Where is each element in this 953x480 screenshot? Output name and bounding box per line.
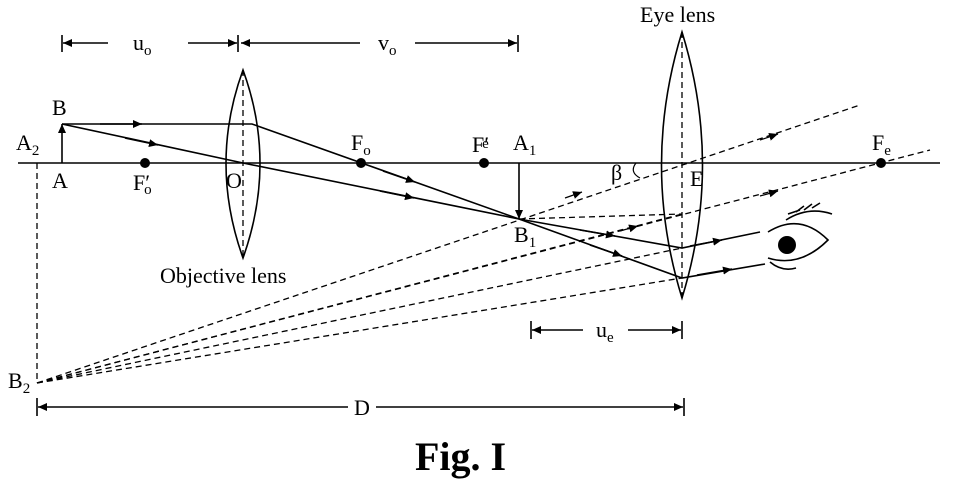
label-F-o-prime: F′o [133,170,152,198]
dash-arrow-1 [564,191,583,199]
label-F-o: Fo [351,130,371,159]
label-B1: B1 [514,222,536,251]
label-v-o: vo [378,30,397,59]
point-F-o [356,158,366,168]
ray-B1-to-eye-upper [518,218,761,249]
label-A1: A1 [513,130,536,159]
angle-beta-arc [632,162,641,179]
label-O: O [226,168,242,193]
label-objective-lens: Objective lens [160,263,286,288]
label-u-e: ue [596,317,614,346]
ray-arrow-7 [589,244,623,257]
dash-arrow-2 [759,133,779,141]
dashed-ray-5 [36,277,683,384]
label-B2: B2 [8,368,30,397]
dashed-ray-3 [36,213,683,384]
label-F-e-prime: F′e [472,132,489,157]
objective-lens [225,67,261,261]
point-F-e [876,158,886,168]
figure-caption: Fig. I [415,434,506,479]
label-B: B [52,95,67,120]
label-beta: β [611,160,622,185]
dash-arrow-4 [619,224,639,233]
label-F-e: Fe [872,130,891,159]
ray-arrow-6 [689,237,723,247]
label-u-o: uo [133,30,152,59]
ray-arrow-5 [579,229,616,239]
dashed-ray-B1-to-lens [518,213,683,220]
label-E: E [690,166,703,191]
label-eye-lens: Eye lens [640,2,715,27]
eye-icon [767,202,833,270]
label-A2: A2 [16,130,39,159]
ray-arrow-2 [382,170,416,183]
ray-through-center [61,123,520,220]
label-D: D [354,395,370,420]
point-F-o-prime [140,158,150,168]
dashed-ray-4 [36,247,683,384]
point-F-e-prime [479,158,489,168]
ray-arrow-4 [379,190,415,201]
dashed-ray-1 [36,104,861,384]
ray-arrow-3 [124,137,159,148]
ray-arrow-8 [696,266,733,276]
label-A: A [52,168,68,193]
dash-arrow-3 [759,189,779,198]
